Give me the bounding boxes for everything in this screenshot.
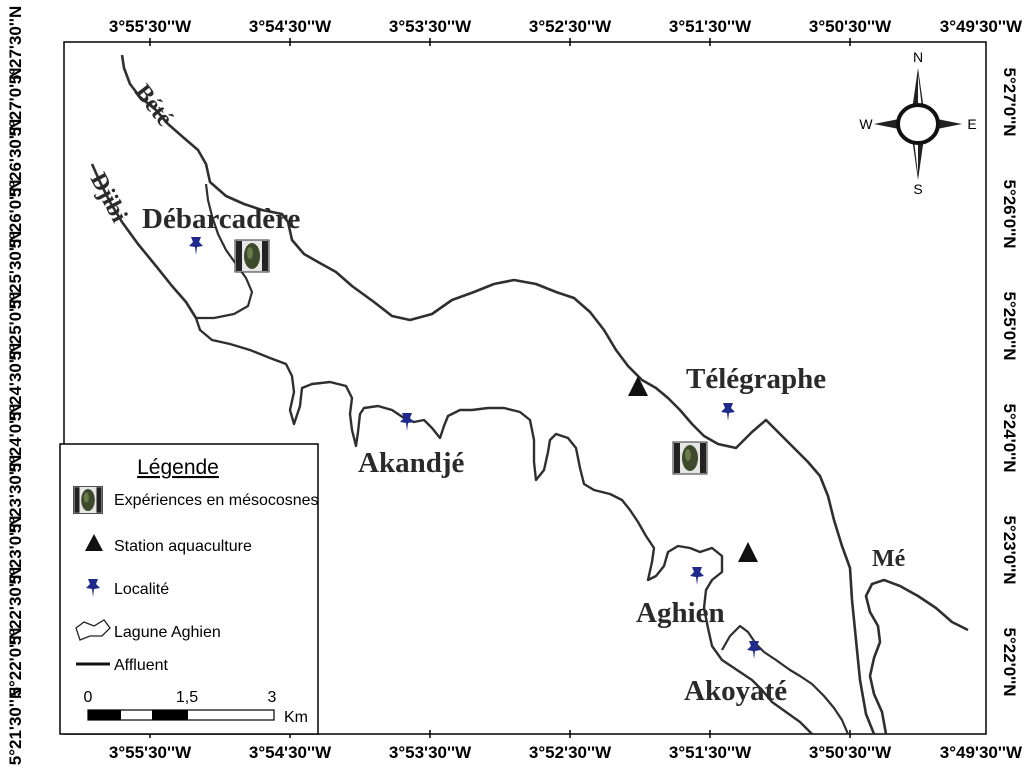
- longitude-label: 3°51'30''W: [669, 17, 752, 36]
- latitude-label: 5°24'0''N: [1000, 403, 1019, 472]
- mesocosm-icon: [234, 239, 270, 273]
- legend-item-affluent: Affluent: [114, 657, 169, 674]
- latitude-label: 5°22'0''N: [6, 627, 25, 696]
- longitude-label: 3°49'30''W: [940, 17, 1023, 36]
- compass-east-label: E: [967, 116, 976, 132]
- latitude-label: 5°25'30''N: [6, 231, 25, 309]
- place-label-akandje: Akandjé: [358, 447, 464, 479]
- mesocosm-icon: [73, 485, 103, 515]
- place-label-akoyate: Akoyaté: [684, 675, 787, 707]
- latitude-label: 5°23'30''N: [6, 455, 25, 533]
- right-latitude-labels: 5°27'0''N 5°26'0''N 5°25'0''N 5°24'0''N …: [1000, 67, 1019, 696]
- scale-label-0: 0: [84, 689, 93, 706]
- latitude-label: 5°26'0''N: [6, 179, 25, 248]
- compass-west-label: W: [859, 116, 873, 132]
- bottom-longitude-labels: 3°55'30''W 3°54'30''W 3°53'30''W 3°52'30…: [109, 743, 1023, 762]
- latitude-label: 5°21'30''N: [6, 687, 25, 765]
- scale-label-1-5: 1,5: [176, 689, 198, 706]
- longitude-label: 3°53'30''W: [389, 743, 472, 762]
- latitude-label: 5°23'0''N: [6, 515, 25, 584]
- legend: Légende Expériences en mésocosnes Statio…: [59, 443, 319, 735]
- latitude-label: 5°26'0''N: [1000, 179, 1019, 248]
- longitude-label: 3°55'30''W: [109, 743, 192, 762]
- triangle-icon: [85, 534, 103, 551]
- compass-south-label: S: [913, 181, 922, 197]
- place-label-telegraphe: Télégraphe: [686, 363, 826, 395]
- latitude-label: 5°23'0''N: [1000, 515, 1019, 584]
- aquaculture-triangle-icon: [738, 542, 758, 562]
- left-latitude-labels: 5°27'30''N 5°27'0''N 5°26'30''N 5°26'0''…: [6, 6, 25, 765]
- lagoon-aghien-bay: [721, 624, 850, 735]
- river-djibi: [90, 163, 198, 319]
- longitude-label: 3°53'30''W: [389, 17, 472, 36]
- compass-north-label: N: [913, 49, 923, 65]
- mesocosm-icon: [672, 441, 708, 475]
- lagoon-north-shore: [120, 54, 876, 735]
- longitude-label: 3°49'30''W: [940, 743, 1023, 762]
- river-me: [864, 578, 969, 735]
- legend-item-aquaculture: Station aquaculture: [114, 538, 252, 555]
- latitude-label: 5°27'0''N: [1000, 67, 1019, 136]
- frame-ticks: [149, 38, 851, 738]
- legend-title: Légende: [137, 456, 219, 479]
- latitude-label: 5°27'30''N: [6, 6, 25, 84]
- lagoon-outline-icon: [75, 619, 111, 641]
- compass-rose-icon: N S E W: [859, 49, 976, 197]
- latitude-label: 5°26'30''N: [6, 119, 25, 197]
- longitude-label: 3°54'30''W: [249, 17, 332, 36]
- top-longitude-labels: 3°55'30''W 3°54'30''W 3°53'30''W 3°52'30…: [109, 17, 1023, 36]
- legend-item-localite: Localité: [114, 581, 169, 598]
- longitude-label: 3°52'30''W: [529, 743, 612, 762]
- longitude-label: 3°51'30''W: [669, 743, 752, 762]
- river-label-me: Mé: [872, 546, 906, 572]
- scale-unit-label: Km: [284, 709, 308, 726]
- legend-item-lagune: Lagune Aghien: [114, 624, 221, 641]
- legend-item-mesocosm: Expériences en mésocosnes: [114, 492, 319, 509]
- latitude-label: 5°22'30''N: [6, 567, 25, 645]
- longitude-label: 3°50'30''W: [809, 743, 892, 762]
- lagoon-south-shore: [194, 317, 813, 735]
- longitude-label: 3°55'30''W: [109, 17, 192, 36]
- scale-bar: 0 1,5 3 Km: [84, 689, 308, 726]
- longitude-label: 3°50'30''W: [809, 17, 892, 36]
- place-label-aghien: Aghien: [636, 597, 725, 629]
- latitude-label: 5°22'0''N: [1000, 627, 1019, 696]
- longitude-label: 3°52'30''W: [529, 17, 612, 36]
- legend-box: [59, 443, 319, 735]
- latitude-label: 5°27'0''N: [6, 67, 25, 136]
- aquaculture-triangle-icon: [628, 376, 648, 396]
- latitude-label: 5°25'0''N: [1000, 291, 1019, 360]
- longitude-label: 3°54'30''W: [249, 743, 332, 762]
- scale-label-3: 3: [268, 689, 277, 706]
- latitude-label: 5°25'0''N: [6, 291, 25, 360]
- latitude-label: 5°24'0''N: [6, 403, 25, 472]
- place-label-debarcadere: Débarcadère: [142, 203, 301, 235]
- latitude-label: 5°24'30''N: [6, 343, 25, 421]
